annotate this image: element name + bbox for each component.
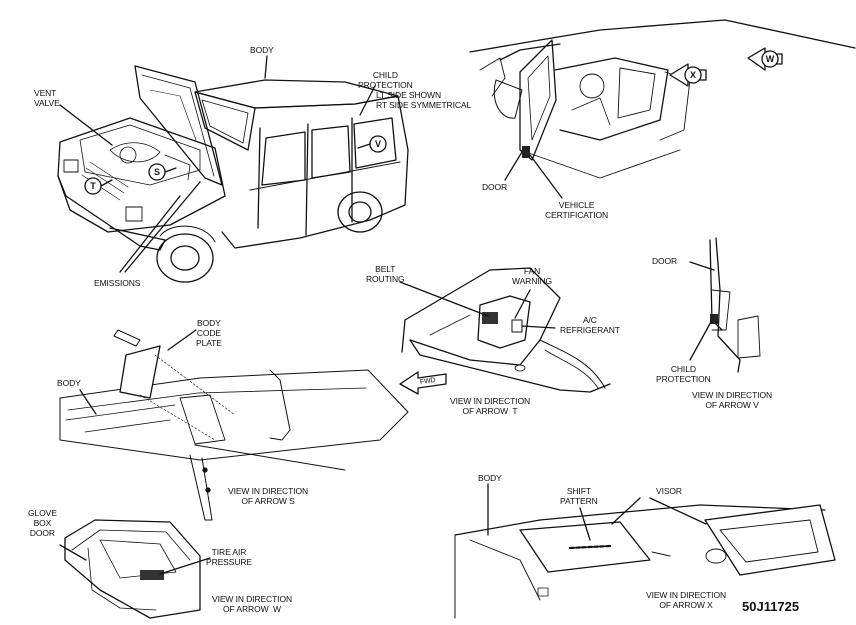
label-visor: VISOR (656, 486, 682, 496)
label-view-arrow-s: VIEW IN DIRECTION OF ARROW S (228, 486, 308, 506)
label-vehicle-certification: VEHICLE CERTIFICATION (545, 200, 609, 220)
callout-v: V (374, 138, 381, 149)
label-view-arrow-t: VIEW IN DIRECTION OF ARROW T (450, 396, 530, 416)
label-door-right: DOOR (652, 256, 678, 266)
door-jamb-illustration (469, 19, 856, 199)
label-lt-side-note: LT SIDE SHOWN RT SIDE SYMMETRICAL (376, 90, 472, 110)
label-glove-box-door: GLOVE BOX DOOR (28, 508, 57, 538)
label-tire-air-pressure: TIRE AIR PRESSURE (206, 547, 252, 567)
label-child-protection-top: CHILD PROTECTION (358, 70, 413, 90)
label-belt-routing: BELT ROUTING (366, 264, 405, 284)
figure-reference-number: 50J11725 (742, 599, 800, 614)
callout-t: T (90, 180, 96, 191)
label-ac-refrigerant: A/C REFRIGERANT (560, 315, 620, 335)
callout-x: X (689, 69, 696, 80)
glove-box-illustration (59, 519, 211, 619)
label-fan-warning: FAN WARNING (512, 266, 553, 286)
label-body-left: BODY (57, 378, 81, 388)
callout-w: W (765, 53, 775, 64)
label-vent-valve: VENT VALVE (34, 88, 60, 108)
label-fwd: FWD (419, 376, 436, 387)
label-emissions: EMISSIONS (94, 278, 141, 288)
body-code-plate-illustration (59, 329, 409, 521)
visor-illustration (454, 483, 836, 619)
label-door-top: DOOR (482, 182, 508, 192)
label-child-protection-right: CHILD PROTECTION (656, 364, 711, 384)
label-view-arrow-x: VIEW IN DIRECTION OF ARROW X (646, 590, 726, 610)
label-view-arrow-w: VIEW IN DIRECTION OF ARROW W (212, 594, 292, 614)
label-view-arrow-v: VIEW IN DIRECTION OF ARROW V (692, 390, 772, 410)
label-body-bottom: BODY (478, 473, 502, 483)
label-body-code-plate: BODY CODE PLATE (196, 318, 222, 348)
door-edge-illustration (689, 237, 761, 373)
radiator-support-illustration (399, 267, 611, 395)
vehicle-illustration (57, 55, 409, 283)
label-shift-pattern: SHIFT PATTERN (560, 486, 598, 506)
label-body-top: BODY (250, 45, 274, 55)
callout-s: S (153, 166, 160, 177)
